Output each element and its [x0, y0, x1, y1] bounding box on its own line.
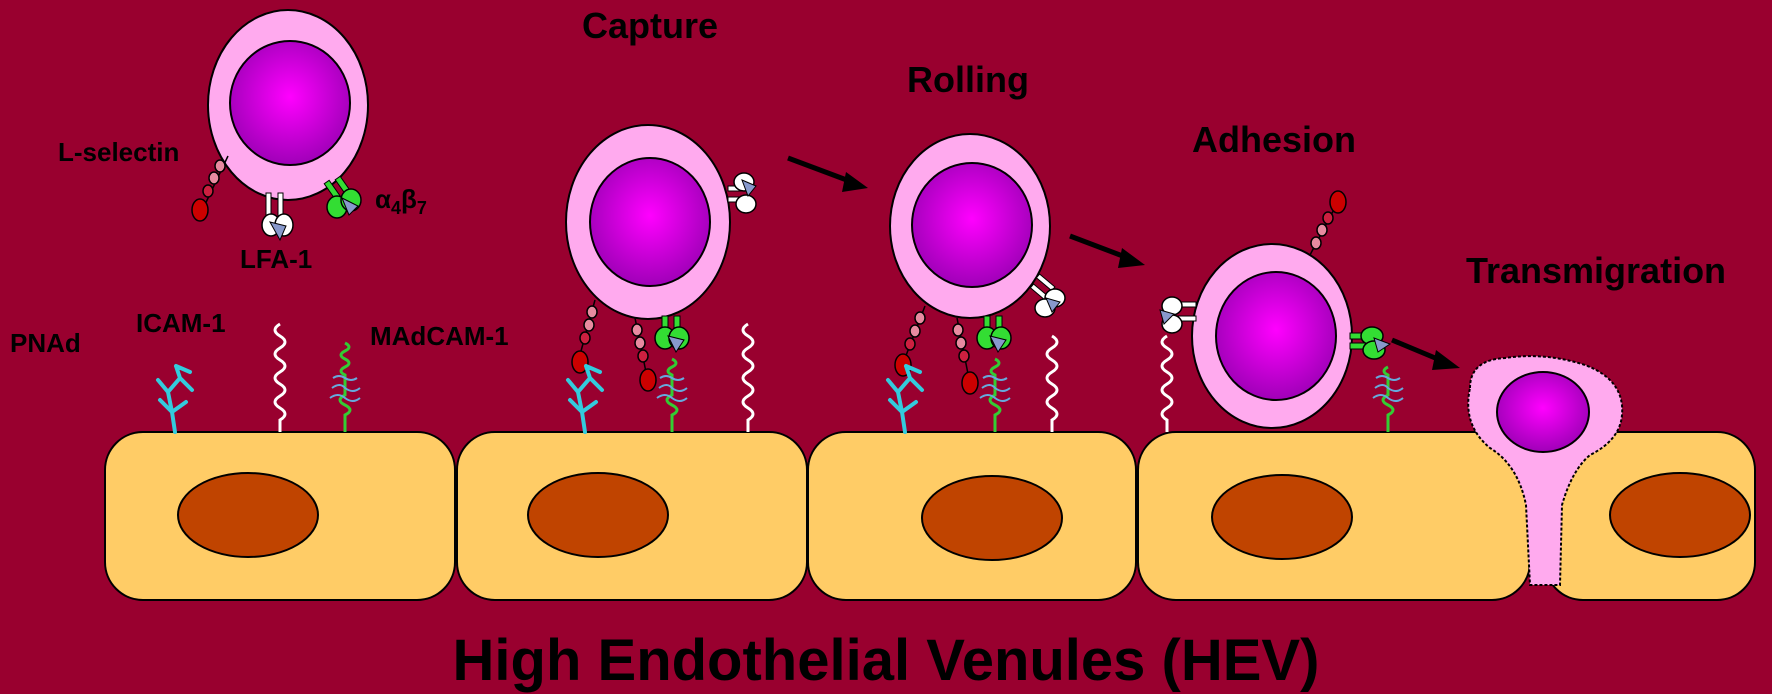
rolling-icam-1 [1047, 336, 1057, 432]
l-selectin-molecule [953, 318, 978, 394]
l-selectin-molecule [1310, 191, 1346, 255]
label-alpha4beta7: α4β7 [375, 184, 427, 218]
legend-lymphocyte [192, 10, 368, 240]
endothelial-nucleus [178, 473, 318, 557]
capture-pnad [568, 366, 602, 432]
endothelial-cell [105, 432, 455, 600]
stage-title-adhesion: Adhesion [1192, 119, 1356, 160]
label-l-selectin: L-selectin [58, 137, 179, 167]
stage-title-transmigration: Transmigration [1466, 250, 1726, 291]
endothelial-nucleus [1212, 475, 1352, 559]
arrow [1392, 340, 1460, 370]
l-selectin-molecule [632, 318, 656, 391]
rolling-madcam-1 [980, 359, 1010, 432]
label-pnad: PNAd [10, 328, 81, 358]
arrow [1070, 236, 1145, 268]
alpha4beta7-molecule [655, 316, 689, 352]
alpha4beta7-molecule [977, 316, 1011, 352]
legend-pnad [158, 366, 192, 432]
endothelial-cell [1138, 432, 1530, 600]
label-icam-1: ICAM-1 [136, 308, 226, 338]
main-title: High Endothelial Venules (HEV) [453, 628, 1320, 693]
label-madcam-1: MAdCAM-1 [370, 321, 509, 351]
alpha4beta7-molecule [324, 176, 361, 218]
endothelial-cell [457, 432, 807, 600]
stage-title-rolling: Rolling [907, 59, 1029, 100]
legend-icam-1 [275, 324, 285, 432]
capture-icam-1 [743, 324, 753, 432]
adhesion-lymphocyte [1160, 191, 1390, 428]
l-selectin-molecule [895, 306, 925, 376]
endothelial-nucleus [1610, 473, 1750, 557]
arrow [788, 158, 868, 192]
capture-madcam-1 [657, 359, 687, 432]
alpha4beta7-molecule [1350, 327, 1390, 359]
rolling-lymphocyte [890, 134, 1065, 394]
stage-title-capture: Capture [582, 5, 718, 46]
adhesion-madcam-1 [1373, 367, 1403, 432]
lfa-1-molecule [1160, 297, 1196, 333]
endothelial-nucleus [922, 476, 1062, 560]
endothelial-cell [808, 432, 1136, 600]
l-selectin-molecule [192, 156, 228, 221]
l-selectin-molecule [572, 300, 597, 373]
label-lfa-1: LFA-1 [240, 244, 312, 274]
legend-madcam-1 [330, 343, 360, 432]
transmigrating-nucleus [1497, 372, 1589, 452]
adhesion-icam-1 [1162, 336, 1172, 432]
capture-lymphocyte [566, 125, 756, 391]
endothelial-nucleus [528, 473, 668, 557]
lfa-1-molecule [728, 173, 756, 213]
